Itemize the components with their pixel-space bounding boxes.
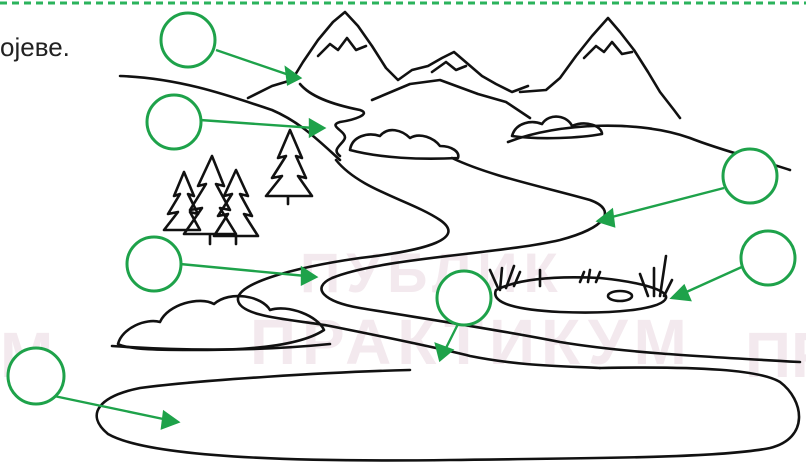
arrowhead-icon <box>302 268 316 284</box>
answer-circle-pond[interactable] <box>741 231 795 285</box>
river-bank-left <box>238 160 600 368</box>
arrowhead-icon <box>672 286 690 300</box>
pond-stone <box>608 291 632 301</box>
arrow-upper-course <box>180 264 306 276</box>
arrowhead-icon <box>162 412 178 428</box>
river-mouth-lake <box>97 368 799 461</box>
instruction-text: ојеве. <box>0 32 70 63</box>
arrow-mountain-peak <box>216 50 292 76</box>
mountain-right <box>520 18 680 118</box>
snow-cap-left <box>318 38 366 56</box>
ground-line <box>112 344 330 350</box>
answer-circle-lower-course[interactable] <box>437 271 491 325</box>
snow-cap-middle <box>432 62 466 72</box>
arrow-mouth <box>54 396 168 420</box>
answer-circle-upper-course[interactable] <box>127 237 181 291</box>
arrowhead-icon <box>436 344 452 360</box>
mountain-ridge <box>372 80 530 118</box>
tree-1 <box>266 130 312 204</box>
arrowhead-icon <box>310 120 324 136</box>
answer-circle-mountain-peak[interactable] <box>161 13 215 67</box>
mountain-left <box>248 12 528 98</box>
answer-circle-spring[interactable] <box>147 95 201 149</box>
answer-circle-middle-course[interactable] <box>723 149 777 203</box>
reeds-left <box>490 266 540 290</box>
snow-cap-right <box>584 42 632 58</box>
arrow-middle-course <box>608 188 724 218</box>
grass-tufts <box>580 270 600 282</box>
arrow-pond <box>682 266 744 294</box>
bush-top-left <box>350 130 458 159</box>
answer-circle-river-mouth[interactable] <box>8 348 64 404</box>
bush-bottom-left <box>118 296 324 350</box>
